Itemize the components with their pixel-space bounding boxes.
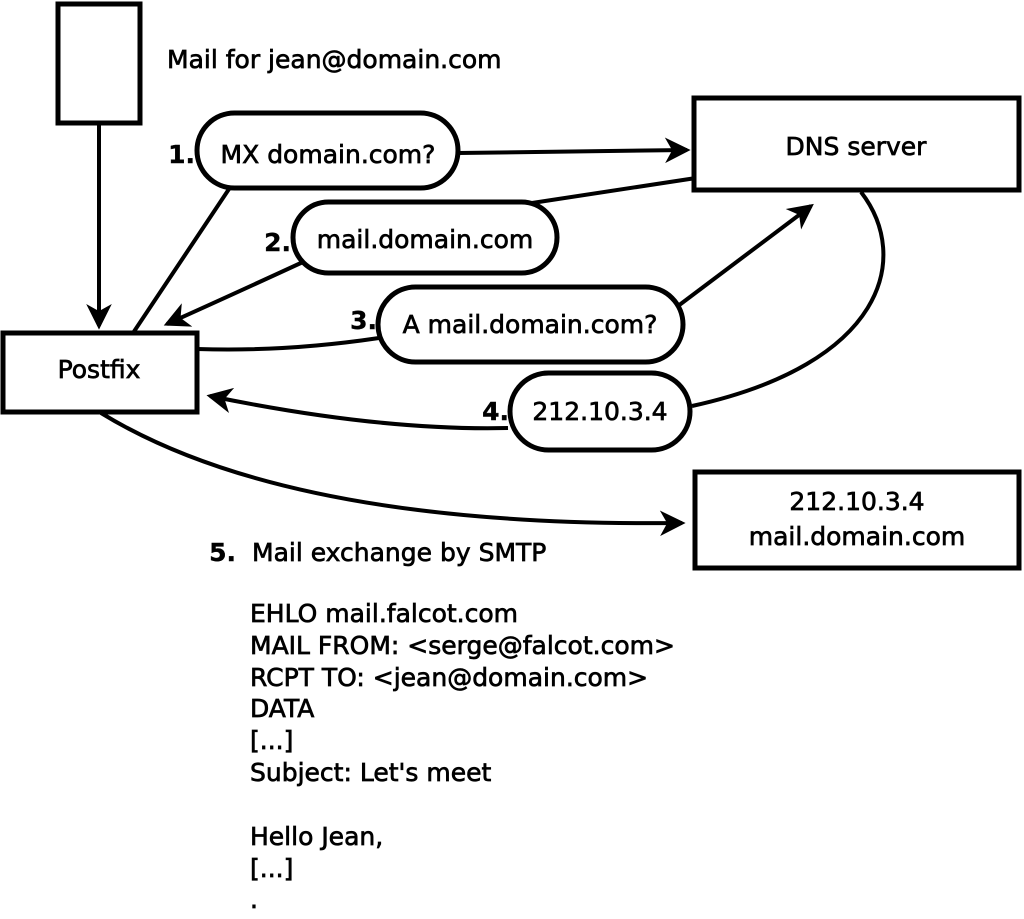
mail-server-ip-label: 212.10.3.4	[789, 487, 924, 516]
arrow-postfix-to-mail-server	[99, 411, 686, 537]
a-answer-label: 212.10.3.4	[532, 397, 667, 426]
smtp-transcript-line: [...]	[250, 854, 293, 883]
line-postfix-to-mx-query	[131, 184, 233, 335]
smtp-transcript: EHLO mail.falcot.com MAIL FROM: <serge@f…	[250, 599, 676, 915]
a-query-pill	[375, 284, 686, 365]
smtp-transcript-line: Hello Jean,	[250, 822, 383, 851]
a-answer-pill	[507, 370, 693, 453]
arrow-mx-answer-to-postfix	[163, 260, 304, 327]
mx-answer-label: mail.domain.com	[317, 225, 533, 254]
mail-server-box	[692, 469, 1022, 571]
mx-answer-pill	[290, 199, 560, 276]
step-3-number: 3.	[350, 306, 377, 335]
dns-server-box	[691, 95, 1022, 193]
smtp-transcript-line: EHLO mail.falcot.com	[250, 599, 518, 628]
mail-note: Mail for jean@domain.com	[167, 45, 502, 74]
smtp-transcript-line: .	[250, 885, 258, 914]
line-dns-to-a-answer	[691, 190, 886, 408]
postfix-label: Postfix	[58, 355, 141, 384]
step-1-number: 1.	[168, 140, 195, 169]
step-5-number: 5.	[209, 538, 236, 567]
dns-server-label: DNS server	[786, 132, 928, 161]
mail-server-host-label: mail.domain.com	[749, 522, 965, 551]
arrow-mx-query-to-dns	[457, 137, 691, 164]
arrow-a-query-to-dns	[676, 203, 814, 308]
postfix-box	[0, 330, 200, 415]
smtp-transcript-line: RCPT TO: <jean@domain.com>	[250, 663, 648, 692]
smtp-transcript-line: [...]	[250, 726, 293, 755]
step-4-number: 4.	[482, 397, 509, 426]
line-postfix-to-a-query	[196, 336, 380, 352]
a-query-label: A mail.domain.com?	[403, 310, 658, 339]
mx-query-pill	[194, 110, 461, 191]
smtp-transcript-line: MAIL FROM: <serge@falcot.com>	[250, 631, 675, 660]
new-mail-envelope-box	[55, 1, 143, 126]
smtp-transcript-line: Subject: Let's meet	[250, 758, 491, 787]
line-dns-to-mx-answer	[531, 176, 697, 205]
arrow-a-answer-to-postfix	[206, 387, 509, 431]
smtp-transcript-line: DATA	[250, 694, 314, 723]
step-2-number: 2.	[264, 228, 291, 257]
mx-query-label: MX domain.com?	[221, 140, 436, 169]
step-5-label: Mail exchange by SMTP	[252, 538, 546, 567]
